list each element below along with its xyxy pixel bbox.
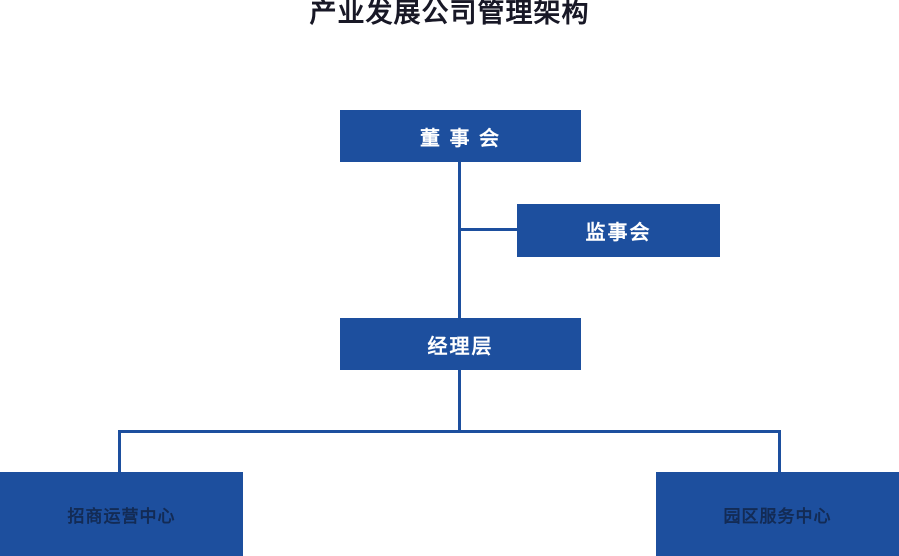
node-management-label: 经理层 xyxy=(427,335,494,358)
node-investment-center: 招商运营中心 xyxy=(0,472,243,556)
node-supervisory-label: 监事会 xyxy=(585,222,652,244)
connector-branch-to-supervisory xyxy=(458,228,518,231)
connector-board-to-management xyxy=(458,162,461,319)
connector-horizontal-bus xyxy=(118,430,781,433)
connector-management-down xyxy=(458,370,461,433)
connector-left-drop xyxy=(118,430,121,472)
node-board-label: 董 事 会 xyxy=(419,127,502,150)
node-board: 董 事 会 xyxy=(340,110,581,162)
node-park-center: 园区服务中心 xyxy=(656,472,899,556)
page-title: 产业发展公司管理架构 xyxy=(309,0,590,28)
connector-right-drop xyxy=(778,430,781,472)
node-investment-center-label: 招商运营中心 xyxy=(67,506,176,526)
node-management: 经理层 xyxy=(340,318,581,370)
node-park-center-label: 园区服务中心 xyxy=(723,506,832,526)
node-supervisory: 监事会 xyxy=(517,204,720,257)
